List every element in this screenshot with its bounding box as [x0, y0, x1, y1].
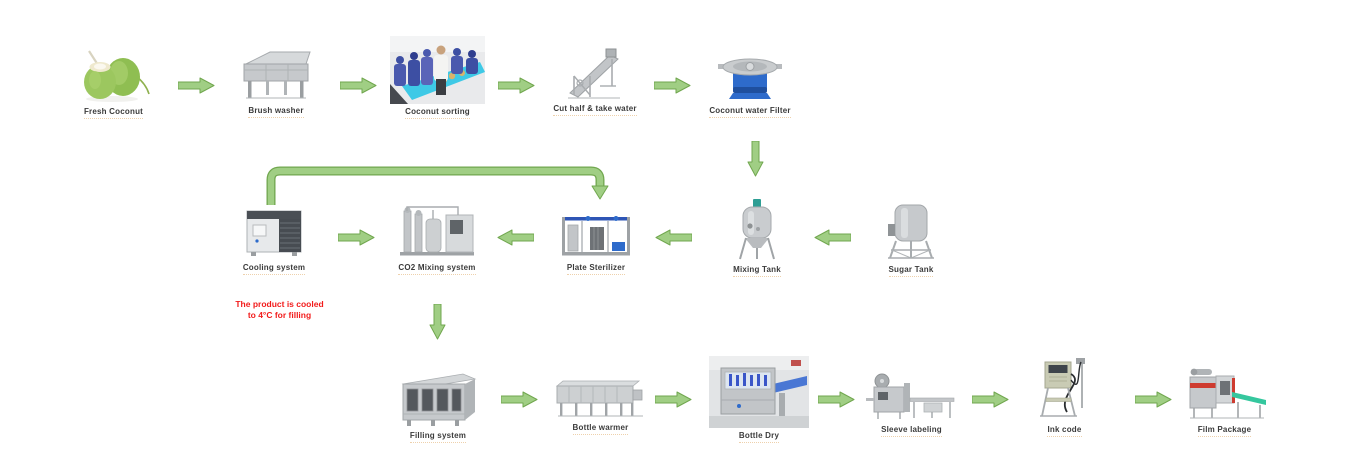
node-bottle-warmer: Bottle warmer: [553, 378, 648, 435]
node-label: Mixing Tank: [733, 265, 781, 277]
arrow-right-icon: [501, 391, 538, 408]
arrow-left-icon: [814, 229, 851, 246]
node-label: Bottle Dry: [738, 431, 780, 443]
node-label: Brush washer: [248, 106, 304, 118]
node-label: Ink code: [1047, 425, 1082, 437]
node-label: Film Package: [1197, 425, 1252, 437]
arrow-right-icon: [655, 391, 692, 408]
node-sugar-tank: Sugar Tank: [882, 200, 940, 277]
node-label: Coconut water Filter: [709, 106, 791, 118]
node-label: Filling system: [409, 431, 467, 443]
arrow-down-icon: [429, 304, 446, 340]
node-plate-sterilizer: Plate Sterilizer: [560, 212, 632, 275]
brush-washer-machine-image: [243, 51, 311, 99]
node-ink-code: Ink code: [1037, 352, 1092, 437]
co2-mixing-machine-image: [400, 206, 474, 256]
node-label: Cooling system: [242, 263, 306, 275]
node-coconut-water-filter: Coconut water Filter: [709, 55, 791, 118]
arrow-left-icon: [497, 229, 534, 246]
node-coconut-sorting: Coconut sorting: [390, 36, 485, 119]
sugar-tank-image: [888, 204, 934, 259]
inkjet-coder-machine-image: [1040, 358, 1085, 417]
arrow-down-icon: [747, 141, 764, 177]
node-label: Bottle warmer: [572, 423, 629, 435]
bottle-dryer-machine-image: [709, 356, 809, 428]
node-cut-half-take-water: Cut half & take water: [553, 46, 637, 116]
arrow-right-icon: [498, 77, 535, 94]
node-label: Sugar Tank: [888, 265, 934, 277]
arrow-right-icon: [1135, 391, 1172, 408]
coconut-sorting-workers-image: [390, 36, 485, 104]
sleeve-labeling-machine-image: [866, 373, 955, 419]
node-co2-mixing-system: CO2 Mixing system: [398, 204, 476, 275]
plate-sterilizer-machine-image: [562, 216, 630, 256]
arrow-right-icon: [972, 391, 1009, 408]
arrow-right-icon: [338, 229, 375, 246]
node-label: Sleeve labeling: [881, 425, 942, 437]
arrow-left-icon: [655, 229, 692, 246]
arrow-right-icon: [178, 77, 215, 94]
node-label: Coconut sorting: [405, 107, 470, 119]
fresh-coconut-image: [84, 50, 150, 102]
node-fresh-coconut: Fresh Coconut: [76, 46, 151, 119]
node-cooling-system: Cooling system: [242, 204, 306, 275]
filling-machine-image: [401, 373, 477, 426]
node-label: Cut half & take water: [553, 104, 637, 116]
node-mixing-tank: Mixing Tank: [733, 198, 781, 277]
arrow-right-icon: [818, 391, 855, 408]
bottle-warmer-tunnel-image: [555, 380, 643, 417]
arrow-right-icon: [340, 77, 377, 94]
cooling-note: The product is cooled to 4°C for filling: [227, 299, 332, 321]
mixing-tank-image: [739, 199, 775, 260]
vibrating-filter-machine-image: [718, 58, 782, 99]
cutting-conveyor-machine-image: [568, 48, 620, 99]
node-brush-washer: Brush washer: [236, 48, 316, 118]
chiller-unit-image: [246, 210, 302, 256]
node-label: Fresh Coconut: [83, 107, 144, 119]
cooling-note-line1: The product is cooled: [235, 299, 324, 309]
node-label: CO2 Mixing system: [398, 263, 476, 275]
node-film-package: Film Package: [1182, 364, 1267, 437]
node-bottle-dry: Bottle Dry: [709, 356, 809, 443]
node-label: Plate Sterilizer: [566, 263, 626, 275]
node-filling-system: Filling system: [397, 366, 479, 443]
node-sleeve-labeling: Sleeve labeling: [864, 372, 959, 437]
film-shrink-wrapper-image: [1189, 368, 1266, 419]
cooling-note-line2: to 4°C for filling: [247, 310, 312, 321]
arrow-right-icon: [654, 77, 691, 94]
